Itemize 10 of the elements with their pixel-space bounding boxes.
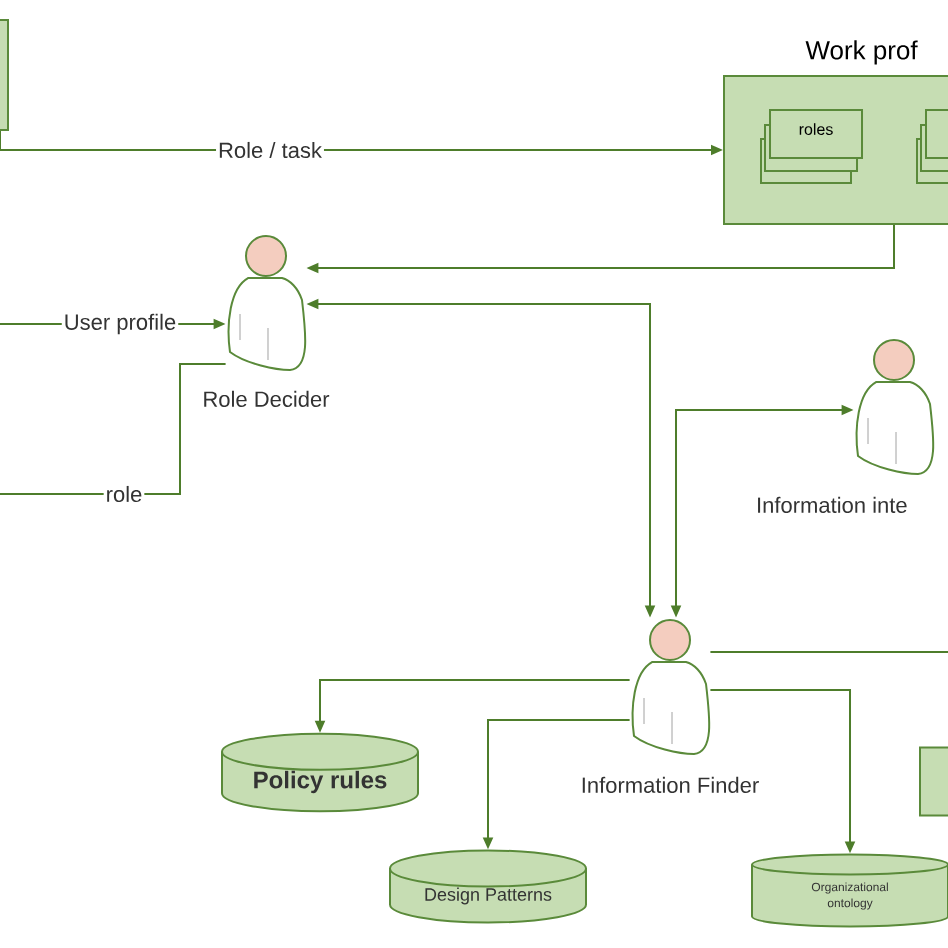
database-cylinder: Policy rules [221,732,419,813]
database-cylinder: Design Patterns [389,849,587,924]
document-stack: roles [760,109,863,184]
box [0,19,9,131]
database-cylinder [919,746,948,817]
edge-label: User profile [61,311,179,337]
node-label: Work prof [805,40,918,65]
edge-label: role [103,483,145,505]
document-stack [916,109,948,184]
edge-label: Role / task [216,139,324,161]
